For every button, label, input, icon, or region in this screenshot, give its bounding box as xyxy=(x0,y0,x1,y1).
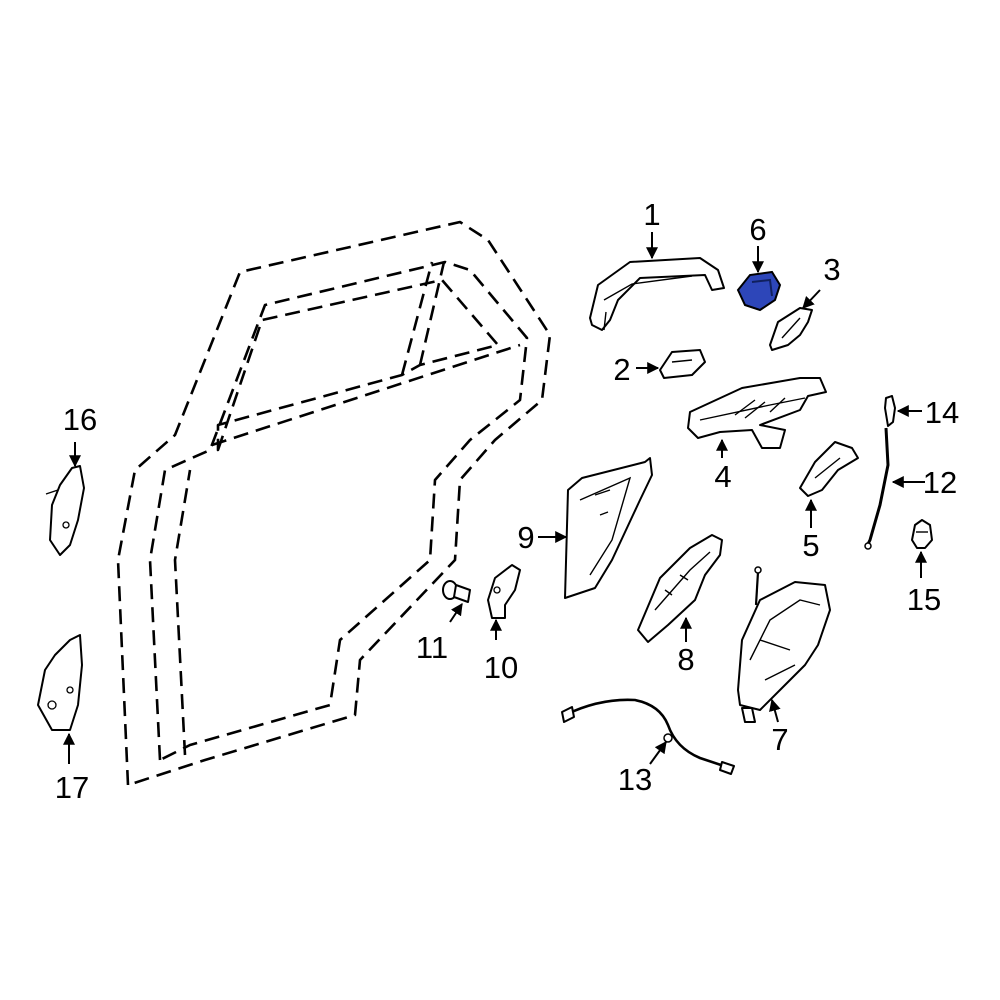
leader-13 xyxy=(649,741,667,765)
callout-13: 13 xyxy=(618,762,652,797)
part-7-door-latch xyxy=(737,566,831,723)
part-15-clip xyxy=(911,519,933,549)
part-12-rod xyxy=(864,427,890,550)
callout-5: 5 xyxy=(802,528,819,563)
part-9-panel xyxy=(564,457,653,599)
callout-16: 16 xyxy=(63,402,97,437)
part-17-hinge-lower xyxy=(37,634,83,731)
part-8-handle-frame xyxy=(637,534,723,643)
part-14-pin xyxy=(884,395,896,427)
part-16-hinge-upper xyxy=(45,465,85,556)
part-4-handle-carrier xyxy=(687,377,827,449)
callout-17: 17 xyxy=(55,770,89,805)
leader-7 xyxy=(769,698,781,723)
callout-labels: 1 2 3 4 5 6 7 8 9 10 11 12 13 14 15 16 1… xyxy=(55,197,959,805)
leader-lines xyxy=(63,232,927,765)
callout-11: 11 xyxy=(416,630,448,665)
callout-6: 6 xyxy=(749,212,766,247)
callout-14: 14 xyxy=(925,395,959,430)
leader-3 xyxy=(802,289,821,309)
callout-2: 2 xyxy=(613,352,630,387)
part-1-outside-handle xyxy=(589,257,725,331)
callout-7: 7 xyxy=(771,722,788,757)
part-3-cylinder-cover xyxy=(769,307,813,351)
part-5-bracket xyxy=(799,441,859,497)
part-10-striker xyxy=(487,564,521,619)
callout-1: 1 xyxy=(643,197,660,232)
callout-15: 15 xyxy=(907,582,941,617)
callout-9: 9 xyxy=(517,520,534,555)
callout-4: 4 xyxy=(714,459,731,494)
rear-door-outline xyxy=(116,220,552,787)
leader-11 xyxy=(449,603,463,623)
part-11-bolt xyxy=(442,580,471,603)
callout-3: 3 xyxy=(823,252,840,287)
part-2-gasket xyxy=(659,349,706,379)
callout-12: 12 xyxy=(923,465,957,500)
part-6-clip xyxy=(736,270,782,312)
callout-8: 8 xyxy=(677,642,694,677)
callout-10: 10 xyxy=(484,650,518,685)
part-13-cable xyxy=(561,698,735,775)
